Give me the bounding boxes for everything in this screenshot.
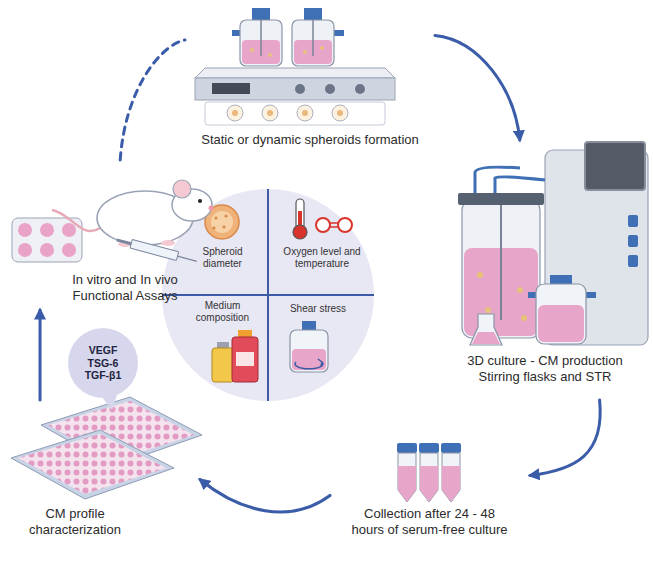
stage-caption: Collection after 24 - 48 hours of serum-… bbox=[347, 506, 512, 537]
caption-group: Medium composition bbox=[185, 300, 260, 324]
flow-arrow bbox=[200, 480, 330, 512]
stage-caption: CM profile characterization bbox=[15, 506, 135, 537]
caption-group: In vitro and In vivo Functional Assays bbox=[55, 272, 195, 303]
parameter-quadrant: Spheroid diameter bbox=[190, 246, 255, 272]
stage-caption: Spheroid diameter bbox=[190, 246, 255, 270]
caption-group: Oxygen level and temperature bbox=[278, 246, 366, 270]
parameter-quadrant: Shear stress bbox=[283, 303, 353, 317]
stage-caption: Static or dynamic spheroids formation bbox=[185, 132, 435, 148]
stage-caption: 3D culture - CM production Stirring flas… bbox=[455, 353, 635, 384]
caption-group: Spheroid diameter bbox=[190, 246, 255, 270]
stage-caption: In vitro and In vivo Functional Assays bbox=[55, 272, 195, 303]
stage-node: CM profile characterization bbox=[10, 400, 200, 542]
stage-node: Static or dynamic spheroids formation bbox=[185, 5, 435, 157]
callout-bubble: VEGF TSG-6 TGF-β1 bbox=[68, 328, 138, 398]
parameter-circle bbox=[162, 189, 374, 401]
stage-node: Collection after 24 - 48 hours of serum-… bbox=[330, 440, 530, 558]
caption-group: Static or dynamic spheroids formation bbox=[185, 132, 435, 148]
marker-list: VEGF TSG-6 TGF-β1 bbox=[80, 344, 126, 382]
flow-arrow bbox=[530, 400, 600, 475]
stage-node: In vitro and In vivo Functional Assays bbox=[5, 160, 245, 310]
stage-caption: Shear stress bbox=[283, 303, 353, 315]
caption-group: CM profile characterization bbox=[15, 506, 135, 537]
stage-node: 3D culture - CM production Stirring flas… bbox=[440, 140, 650, 400]
parameter-quadrant: Medium composition bbox=[185, 300, 260, 326]
flow-arrow bbox=[435, 35, 520, 140]
caption-group: Shear stress bbox=[283, 303, 353, 315]
assay-figure bbox=[12, 180, 214, 266]
stage-caption: Oxygen level and temperature bbox=[278, 246, 366, 270]
flow-arrow bbox=[120, 40, 185, 160]
flow-arrow bbox=[39, 310, 42, 400]
stir-plate-figure bbox=[195, 8, 395, 125]
stage-caption: Medium composition bbox=[185, 300, 260, 324]
well-plates-figure bbox=[11, 392, 202, 499]
caption-group: 3D culture - CM production Stirring flas… bbox=[455, 353, 635, 384]
tubes-figure bbox=[397, 443, 461, 502]
caption-group: Collection after 24 - 48 hours of serum-… bbox=[347, 506, 512, 537]
parameter-quadrant: Oxygen level and temperature bbox=[278, 246, 366, 272]
bioreactor-figure bbox=[458, 142, 648, 345]
